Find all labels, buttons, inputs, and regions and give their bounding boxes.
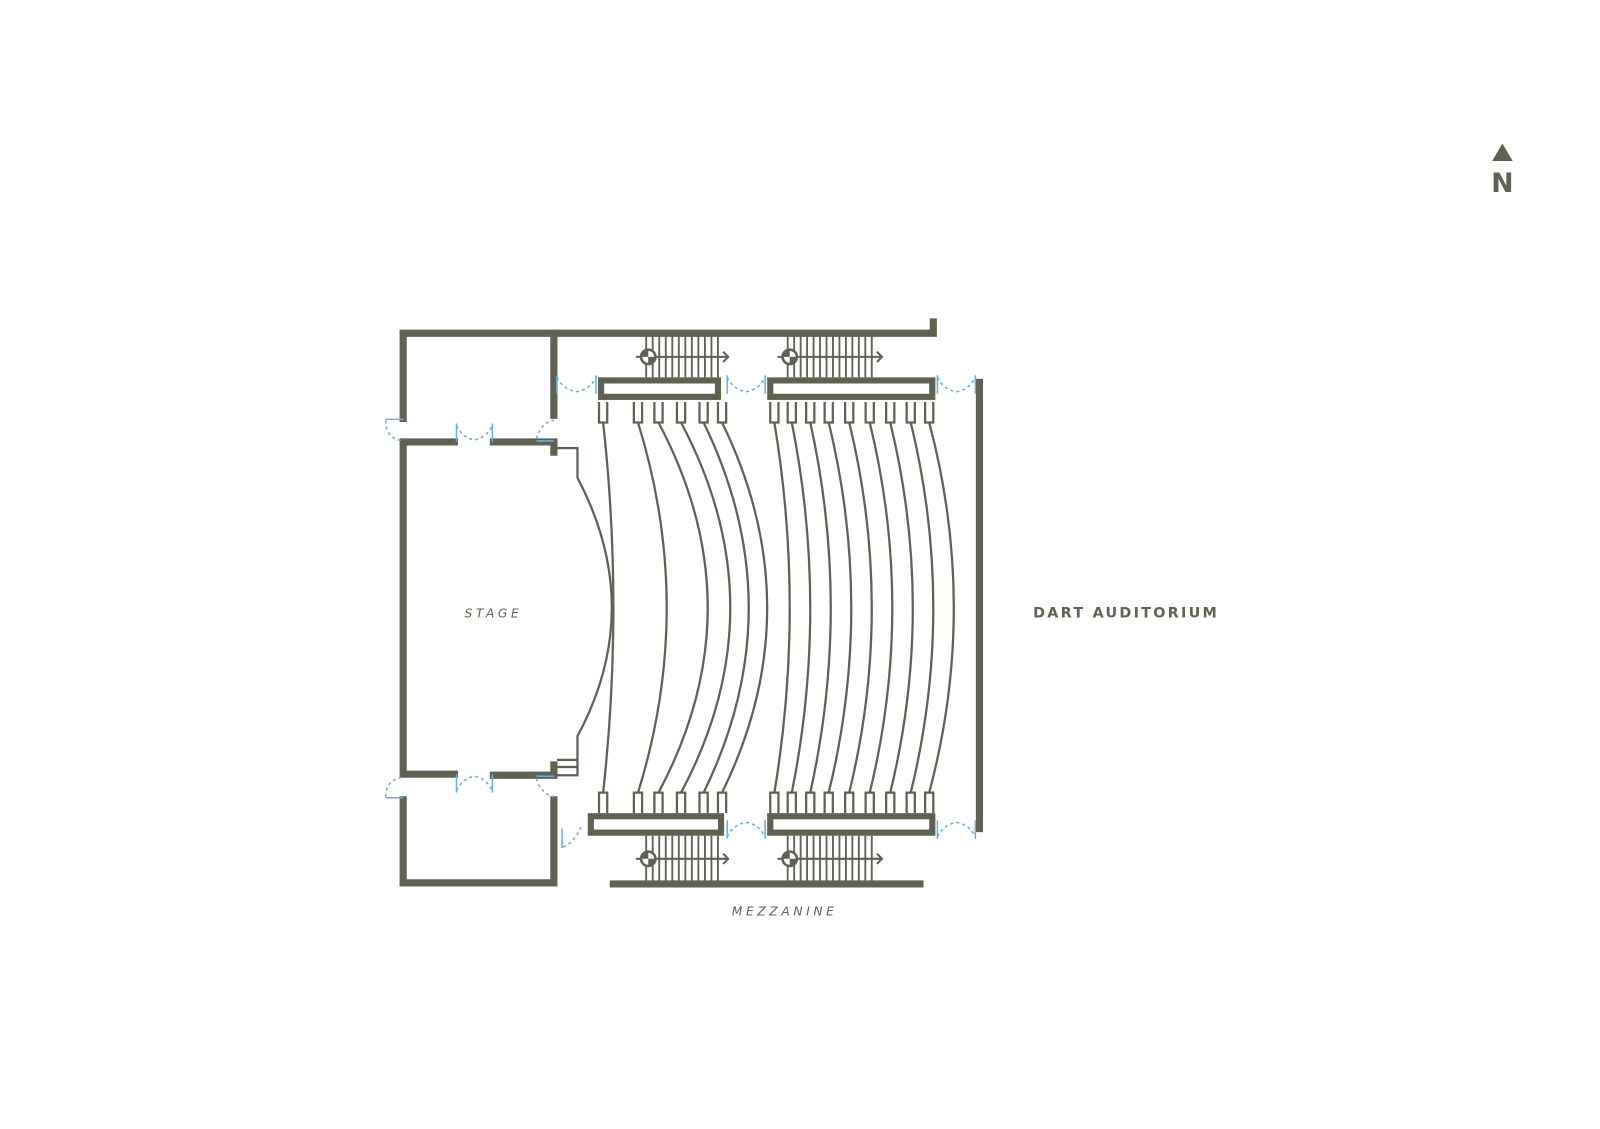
stage-wall-top-right bbox=[489, 438, 558, 456]
row-end-post bbox=[675, 791, 687, 814]
stair-direction-arrow-icon bbox=[722, 350, 730, 363]
seating-row-line bbox=[848, 422, 873, 793]
cross-aisle-bar bbox=[587, 813, 725, 836]
seating-row-line bbox=[790, 422, 812, 793]
north-arrow-icon bbox=[1492, 143, 1513, 161]
door-swing-icon bbox=[384, 420, 404, 442]
row-end-post bbox=[805, 791, 816, 814]
row-end-post bbox=[864, 401, 875, 424]
door-swing-icon bbox=[726, 377, 766, 393]
row-end-post bbox=[843, 791, 855, 814]
row-end-post bbox=[843, 401, 855, 424]
row-end-post bbox=[675, 401, 687, 424]
seating-row-line bbox=[889, 422, 914, 793]
stage-steps bbox=[556, 758, 578, 769]
row-end-post bbox=[632, 791, 644, 814]
north-label: N bbox=[1491, 168, 1513, 199]
cross-aisle-bar bbox=[597, 377, 722, 400]
seating-row-line bbox=[680, 421, 732, 794]
seating-row-line bbox=[909, 422, 935, 793]
south-room bbox=[399, 796, 558, 887]
row-end-post bbox=[653, 401, 664, 424]
cross-aisle-bar bbox=[767, 377, 936, 400]
seating-row-line bbox=[809, 422, 832, 793]
stage-front bbox=[555, 446, 613, 777]
seating-row-line bbox=[601, 422, 615, 793]
stair-direction-arrow-icon bbox=[876, 350, 884, 363]
stair-start-marker-fill bbox=[641, 851, 656, 866]
door-swing-icon bbox=[556, 377, 597, 393]
door-swing-icon bbox=[936, 377, 977, 393]
door-swing-icon bbox=[535, 778, 555, 798]
walls bbox=[399, 318, 984, 888]
door-swing-icon bbox=[455, 775, 494, 791]
seating-row-line bbox=[636, 422, 668, 793]
stair-direction-arrow-icon bbox=[722, 852, 730, 865]
door-swing-icon bbox=[562, 825, 583, 848]
row-end-post bbox=[905, 401, 916, 424]
north-wall bbox=[399, 318, 937, 422]
seating-row-line bbox=[868, 422, 894, 793]
row-end-post bbox=[698, 401, 709, 424]
row-end-post bbox=[885, 791, 896, 814]
row-end-post bbox=[823, 401, 834, 424]
row-end-post bbox=[769, 791, 780, 814]
seating-row-line bbox=[702, 421, 750, 794]
door-swing-icon bbox=[535, 419, 555, 440]
row-end-post bbox=[716, 791, 728, 814]
row-end-post bbox=[786, 791, 798, 814]
seating-row-line bbox=[928, 422, 955, 793]
stage-enclosure bbox=[399, 438, 459, 778]
row-end-post bbox=[885, 401, 896, 424]
row-end-post bbox=[698, 791, 709, 814]
row-end-post bbox=[632, 401, 644, 424]
building-label: DART AUDITORIUM bbox=[1033, 605, 1219, 621]
mezzanine-label: MEZZANINE bbox=[732, 905, 838, 919]
stage-label: STAGE bbox=[464, 606, 522, 620]
seating-rows bbox=[597, 401, 955, 814]
stage-wall-bottom-right bbox=[489, 761, 558, 779]
seating-row-line bbox=[827, 422, 853, 793]
row-end-post bbox=[597, 401, 609, 424]
row-end-post bbox=[823, 791, 834, 814]
seating-row-line bbox=[773, 422, 791, 793]
cross-aisle-bar bbox=[767, 813, 936, 836]
row-end-post bbox=[923, 791, 935, 814]
row-end-post bbox=[923, 401, 935, 424]
seating-row-line bbox=[657, 421, 709, 794]
row-end-post bbox=[864, 791, 875, 814]
row-end-post bbox=[805, 401, 816, 424]
row-end-post bbox=[653, 791, 664, 814]
seating-row-line bbox=[721, 421, 769, 794]
door-swing-icon bbox=[726, 821, 766, 838]
stair-start-marker-fill bbox=[782, 851, 797, 866]
door-swing-icon bbox=[936, 821, 977, 838]
stair-start-marker-fill bbox=[782, 349, 797, 365]
stair-start-marker-fill bbox=[641, 349, 656, 365]
row-end-post bbox=[597, 791, 609, 814]
row-end-post bbox=[905, 791, 916, 814]
row-end-post bbox=[769, 401, 780, 424]
stair-direction-arrow-icon bbox=[876, 852, 884, 865]
row-end-post bbox=[716, 401, 728, 424]
row-end-post bbox=[786, 401, 798, 424]
north-indicator: N bbox=[1491, 143, 1514, 199]
door-swing-icon bbox=[455, 425, 494, 441]
door-swing-icon bbox=[384, 776, 404, 797]
